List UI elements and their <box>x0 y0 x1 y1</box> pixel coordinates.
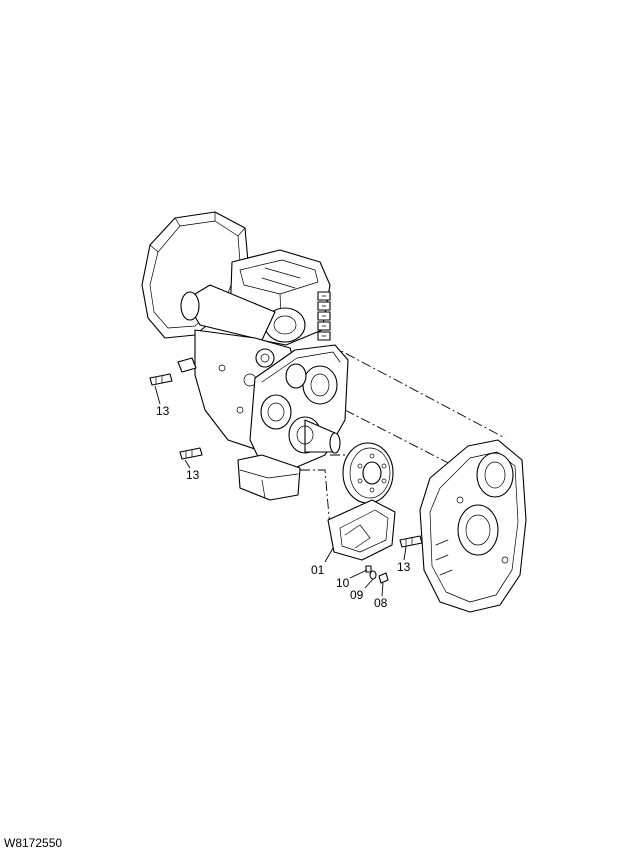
control-valve-stack <box>317 291 331 341</box>
cover-plate-01 <box>327 499 396 561</box>
transmission-housing <box>141 211 349 501</box>
callout-10: 10 <box>336 576 350 590</box>
callout-13-right: 13 <box>397 560 411 574</box>
stud-bolts <box>149 373 423 548</box>
leader-lines <box>154 385 407 597</box>
assembly-guide-lines <box>300 344 506 529</box>
fastener-set <box>365 565 389 584</box>
drawing-reference-code: W8172550 <box>4 836 63 850</box>
front-housing-assembly <box>419 439 527 613</box>
callout-09: 09 <box>350 588 364 602</box>
callout-13-left: 13 <box>156 404 170 418</box>
callout-13-lower: 13 <box>186 468 200 482</box>
drive-flange <box>342 442 394 504</box>
output-shaft <box>288 416 341 454</box>
callout-01: 01 <box>311 563 325 577</box>
callout-08: 08 <box>374 596 388 610</box>
